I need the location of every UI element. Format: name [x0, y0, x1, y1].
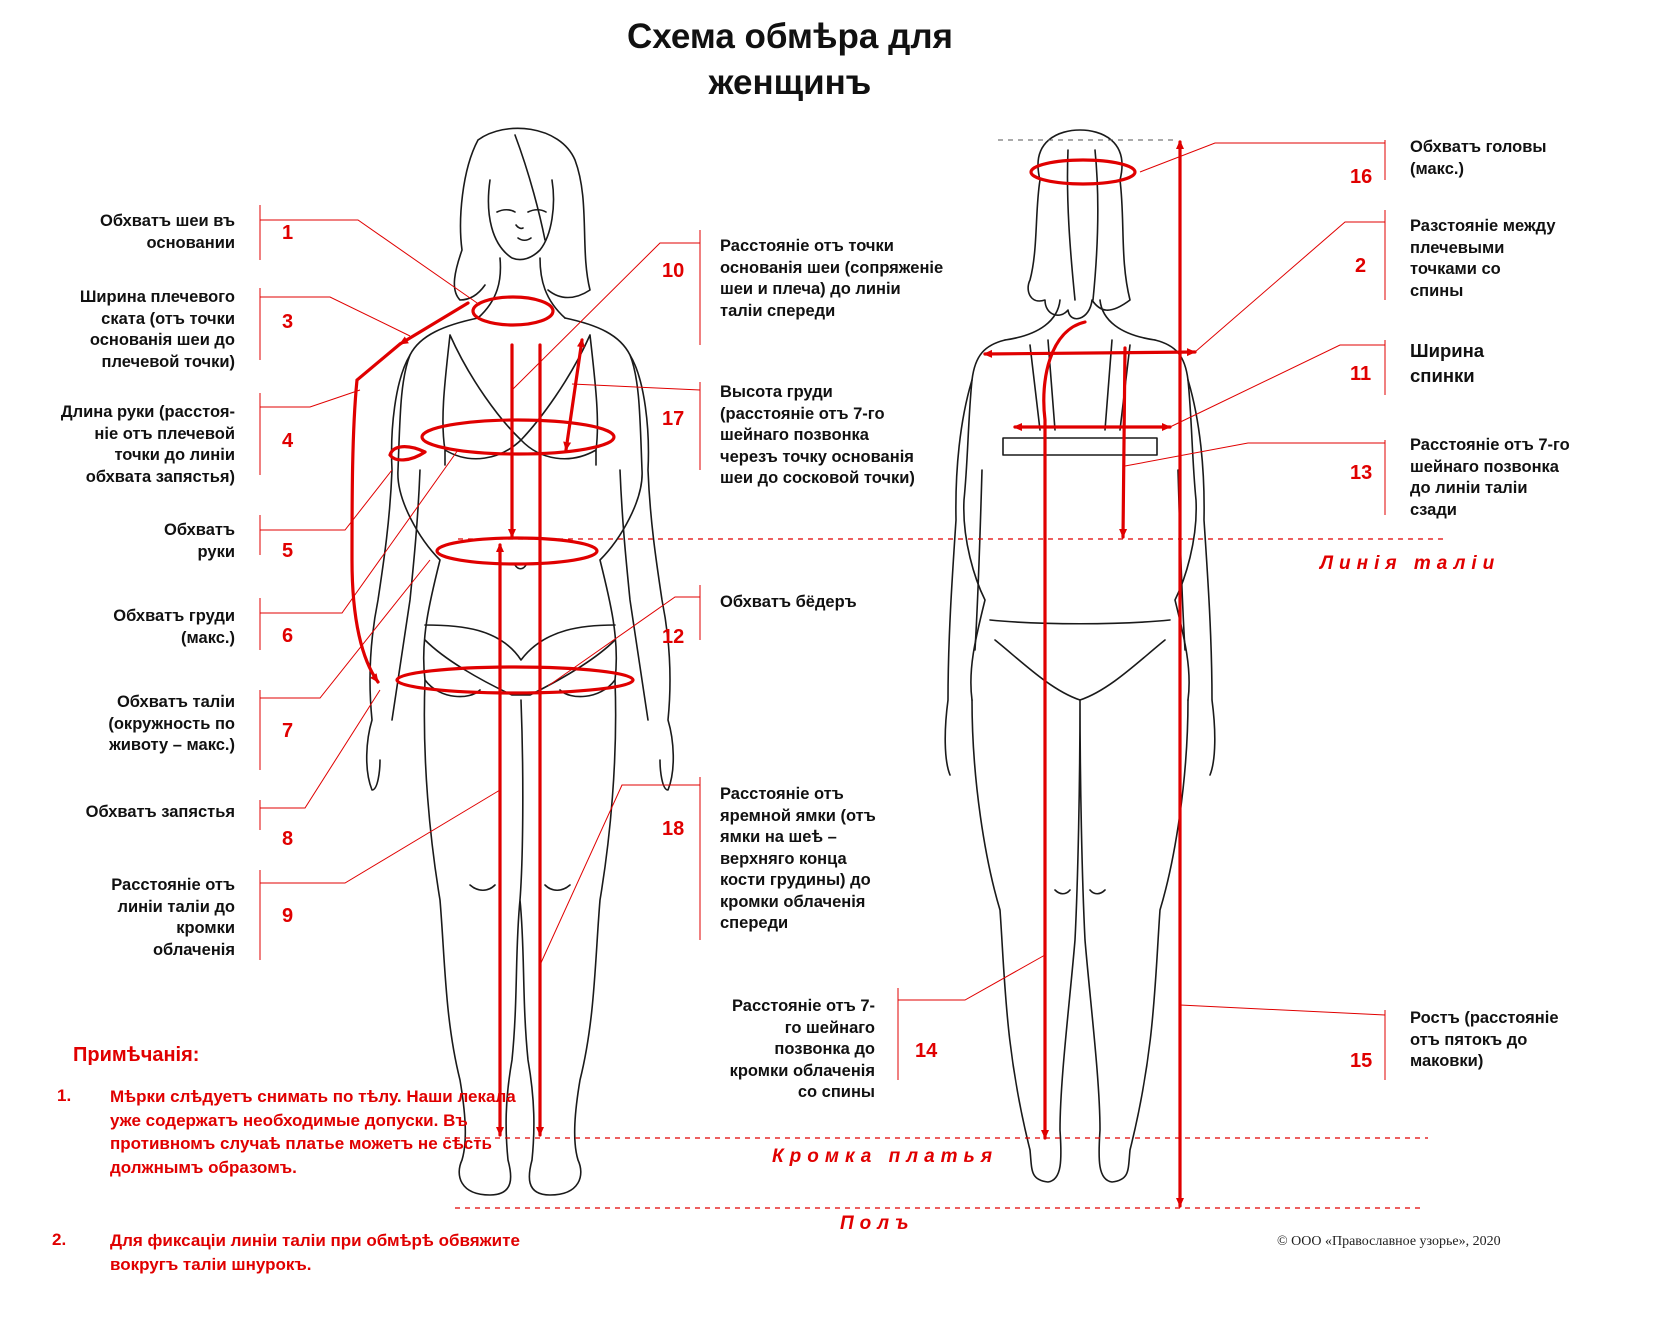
floor-line-label: Полъ [840, 1213, 915, 1234]
label-8: Обхватъ запястья [85, 803, 235, 821]
back-hair [1027, 129, 1131, 320]
num-15: 15 [1350, 1050, 1373, 1072]
page-title: Схема обмѣра для женщинъ [627, 17, 953, 102]
back-figure [944, 129, 1216, 1183]
label-17: Высота груди (расстояніе отъ 7-го шейнаг… [720, 383, 915, 487]
note-1-text: Мѣрки слѣдуетъ снимать по тѣлу. Наши лек… [110, 1087, 516, 1177]
back-briefs [989, 619, 1171, 701]
front-figure [365, 127, 675, 1196]
leader-6 [259, 449, 459, 650]
leader-14 [897, 954, 1046, 1080]
measure-marks [350, 140, 1197, 1208]
front-torso [397, 317, 643, 698]
label-16: Обхватъ головы (макс.) [1410, 138, 1547, 178]
leader-9 [259, 789, 501, 960]
num-9: 9 [282, 905, 294, 927]
leader-15 [1179, 1004, 1386, 1080]
leader-12 [547, 585, 701, 687]
back-legs [971, 699, 1189, 1183]
num-2: 2 [1355, 255, 1367, 277]
num-13: 13 [1350, 462, 1373, 484]
num-12: 12 [662, 626, 685, 648]
mark-5-upperarm [388, 445, 427, 462]
leader-18 [539, 777, 701, 966]
leader-2 [1194, 210, 1386, 353]
leader-lines [259, 140, 1386, 1080]
front-briefs [424, 624, 616, 696]
mark-16-head [1029, 158, 1137, 186]
mark-3-shoulder [398, 301, 470, 346]
back-arms [944, 379, 1216, 776]
mark-14-back-hem [1041, 320, 1087, 1140]
front-arm-left [365, 354, 421, 791]
waist-line-label: Линія таліи [1320, 553, 1501, 574]
note-1-number: 1. [57, 1086, 72, 1105]
front-bra [442, 334, 599, 466]
num-1: 1 [282, 222, 294, 244]
front-arm-right [619, 354, 675, 791]
back-torso [963, 339, 1197, 701]
num-14: 14 [915, 1040, 938, 1062]
num-7: 7 [282, 720, 294, 742]
mark-17-bust-height [563, 338, 585, 452]
copyright: © ООО «Православное узорье», 2020 [1277, 1234, 1501, 1249]
leader-1 [259, 205, 481, 306]
label-2: Разстояніе между плечевыми точками со сп… [1410, 217, 1556, 300]
note-2-number: 2. [52, 1230, 67, 1249]
front-face [487, 179, 555, 261]
mark-4-arm [350, 342, 402, 684]
num-8: 8 [282, 828, 294, 850]
num-16: 16 [1350, 166, 1373, 188]
label-9: Расстояніе отъ линіи таліи до кромки обл… [111, 876, 235, 959]
mark-2-shoulders [983, 348, 1197, 358]
num-6: 6 [282, 625, 294, 647]
label-7: Обхватъ таліи (окружность по животу – ма… [108, 693, 235, 754]
mark-1-neck [471, 295, 555, 327]
num-10: 10 [662, 260, 685, 282]
label-6: Обхватъ груди (макс.) [113, 607, 235, 647]
reference-lines [445, 139, 1445, 1209]
hem-line-label: Кромка платья [772, 1146, 999, 1167]
label-1: Обхватъ шеи въ основании [99, 212, 235, 252]
num-4: 4 [282, 430, 294, 452]
label-15: Ростъ (расстояніе отъ пятокъ до маковки) [1410, 1009, 1559, 1070]
note-2-text: Для фиксаціи линіи таліи при обмѣрѣ обвя… [110, 1231, 520, 1274]
notes-title: Примѣчанія: [73, 1044, 200, 1066]
num-17: 17 [662, 408, 685, 430]
leader-5 [259, 469, 393, 555]
label-12: Обхватъ бёдеръ [720, 593, 857, 611]
leader-17 [571, 382, 701, 470]
back-straps [1002, 339, 1158, 456]
label-5: Обхватъ руки [163, 521, 235, 561]
label-14: Расстояніе отъ 7- го шейнаго позвонка до… [729, 997, 875, 1101]
mark-6-bust [420, 418, 616, 456]
leader-16 [1139, 140, 1386, 180]
label-13: Расстояніе отъ 7-го шейнаго позвонка до … [1410, 436, 1570, 519]
leader-7 [259, 559, 431, 770]
leader-8 [259, 689, 381, 830]
label-3: Ширина плечевого ската (отъ точки основа… [79, 288, 235, 371]
num-11: 11 [1350, 363, 1372, 385]
label-10: Расстояніе отъ точки основанія шеи (сопр… [720, 237, 944, 320]
leader-11 [1169, 340, 1386, 428]
leader-3 [259, 288, 411, 360]
front-hair [453, 127, 591, 301]
front-legs [423, 679, 617, 1196]
num-3: 3 [282, 311, 294, 333]
mark-12-hips [395, 665, 635, 695]
mark-7-waist [435, 536, 599, 566]
label-11: Ширина спинки [1410, 340, 1485, 386]
label-4: Длина руки (расстоя- ніе отъ плечевой то… [60, 403, 235, 486]
num-5: 5 [282, 540, 294, 562]
leader-4 [259, 389, 361, 475]
leader-13 [1124, 440, 1386, 515]
num-18: 18 [662, 818, 685, 840]
leader-10 [511, 230, 701, 391]
mark-13-back-waist [1119, 346, 1128, 539]
label-18: Расстояніе отъ яремной ямки (отъ ямки на… [720, 785, 876, 932]
